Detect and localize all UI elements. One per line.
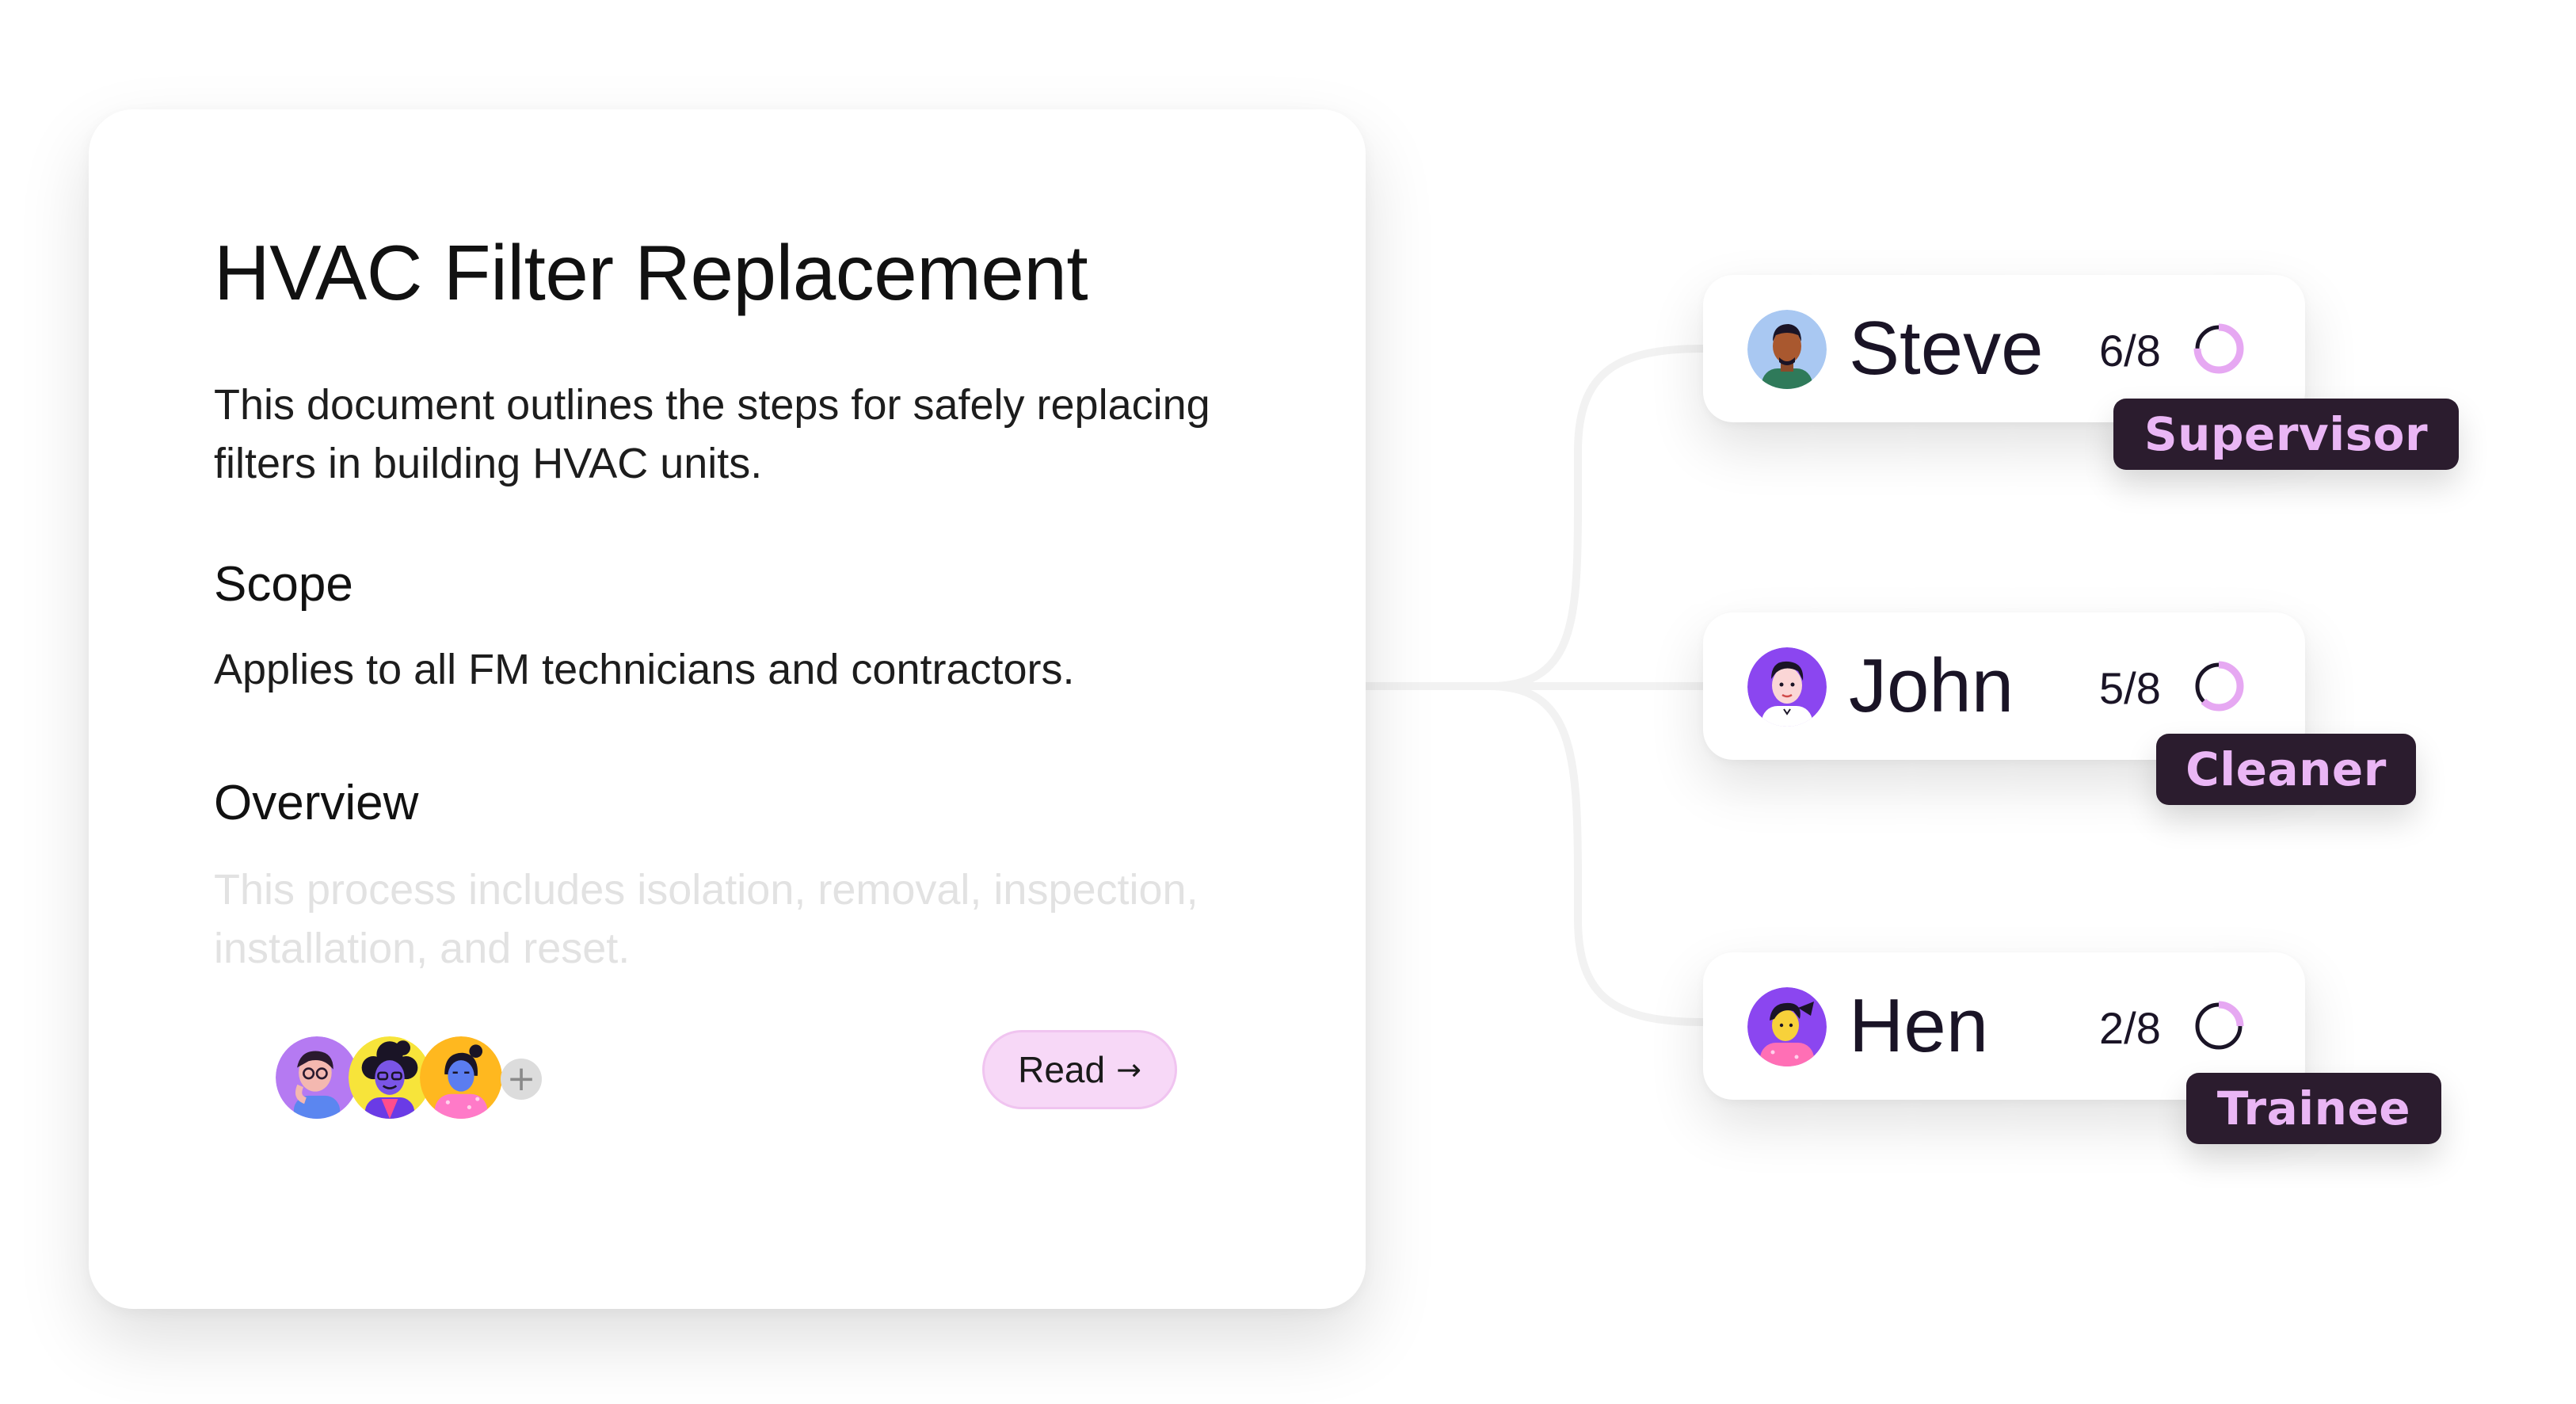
arrow-right-icon: → — [1116, 1052, 1141, 1087]
assignee-card-hen[interactable]: Hen 2/8 — [1703, 952, 2305, 1100]
read-button-label: Read — [1018, 1049, 1106, 1090]
woman-curly-hair-avatar-icon — [349, 1036, 431, 1119]
role-badge: Cleaner — [2156, 734, 2416, 805]
avatar — [276, 1036, 358, 1119]
man-glasses-avatar-icon — [276, 1036, 358, 1119]
avatar — [1747, 987, 1827, 1066]
assignee-avatar-stack[interactable]: + — [276, 1036, 561, 1124]
progress-count: 2/8 — [2099, 1003, 2161, 1053]
avatar — [1747, 647, 1827, 727]
avatar — [1747, 310, 1827, 389]
overview-heading: Overview — [214, 776, 419, 830]
progress-ring-icon — [2193, 323, 2244, 374]
scope-text: Applies to all FM technicians and contra… — [214, 646, 1075, 693]
role-badge: Trainee — [2186, 1073, 2441, 1144]
overview-text: This process includes isolation, removal… — [214, 866, 1198, 972]
assignee-name: John — [1849, 643, 2014, 728]
document-card[interactable]: HVAC Filter Replacement This document ou… — [89, 109, 1366, 1309]
role-badge: Supervisor — [2113, 399, 2459, 470]
read-button[interactable]: Read → — [982, 1030, 1177, 1109]
assignee-name: Hen — [1849, 983, 1989, 1068]
woman-pink-avatar-icon — [420, 1036, 502, 1119]
progress-ring-icon — [2193, 1001, 2244, 1051]
man-avatar-green-shirt-icon — [1747, 310, 1827, 389]
progress-ring-icon — [2193, 661, 2244, 712]
avatar — [349, 1036, 431, 1119]
scope-heading: Scope — [214, 557, 353, 612]
assignee-card-steve[interactable]: Steve 6/8 — [1703, 275, 2305, 422]
man-avatar-purple-bg-icon — [1747, 647, 1827, 727]
assignee-name: Steve — [1849, 306, 2044, 391]
document-title: HVAC Filter Replacement — [214, 229, 1088, 316]
document-intro: This document outlines the steps for saf… — [214, 381, 1210, 487]
avatar — [420, 1036, 502, 1119]
progress-count: 5/8 — [2099, 663, 2161, 713]
more-avatars-plus-icon[interactable]: + — [501, 1059, 542, 1100]
progress-count: 6/8 — [2099, 326, 2161, 376]
woman-avatar-pink-shirt-icon — [1747, 987, 1827, 1066]
